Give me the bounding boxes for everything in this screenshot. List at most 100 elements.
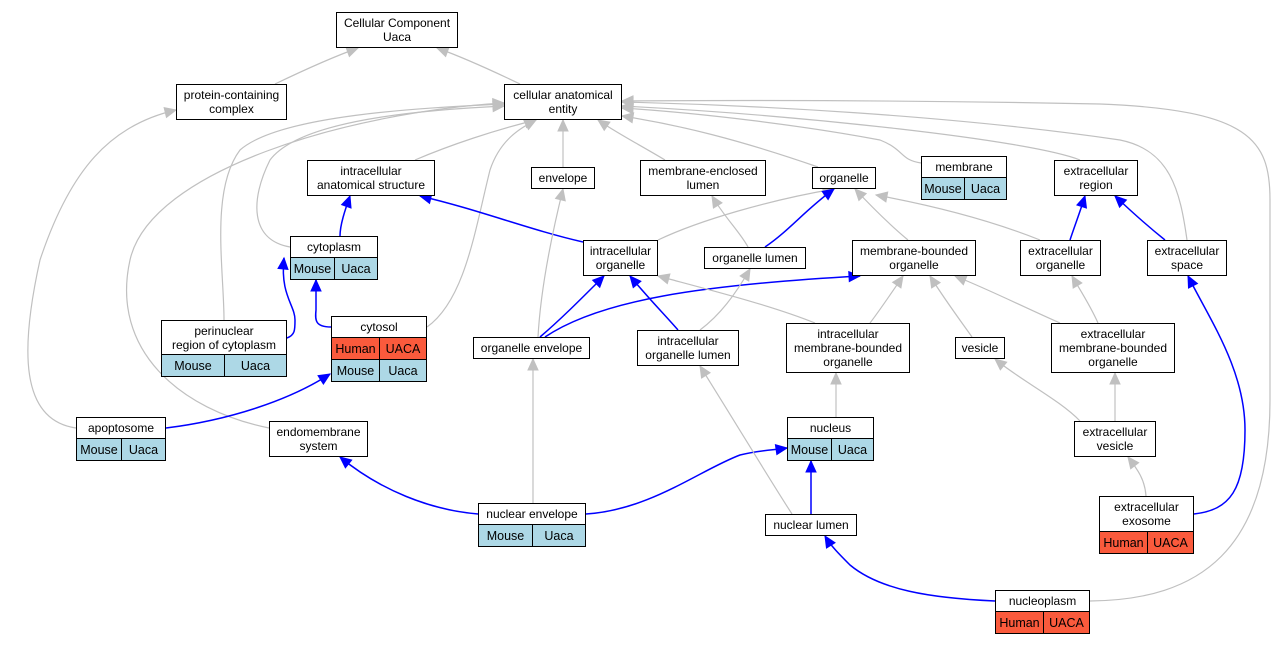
edge-organelle-lumen-to-organelle [764, 188, 835, 248]
edge-extracellular-space-to-cellular-anatomical-entity [621, 101, 1188, 241]
term-extracellular-exosome[interactable]: extracellular exosome [1099, 496, 1194, 532]
arrowhead [597, 119, 611, 132]
arrowhead [656, 273, 671, 285]
term-membrane-enclosed-lumen[interactable]: membrane-enclosed lumen [640, 160, 766, 196]
term-intracellular-organelle[interactable]: intracellular organelle [583, 240, 658, 276]
gene-label: UACA [1146, 532, 1193, 553]
edge-endomembrane-system-to-cellular-anatomical-entity [125, 102, 505, 429]
term-endomembrane-system[interactable]: endomembrane system [269, 421, 368, 457]
arrowhead [557, 118, 569, 132]
edge-apoptosome-to-cytosol [165, 373, 331, 429]
arrowhead [620, 112, 635, 124]
term-extracellular-vesicle[interactable]: extracellular vesicle [1074, 421, 1156, 457]
arrowhead [821, 188, 835, 201]
edge-protein-complex-to-cellular-component [274, 47, 359, 85]
term-membrane-bounded-organelle[interactable]: membrane-bounded organelle [852, 240, 976, 276]
gene-label: UACA [1042, 612, 1089, 633]
arrowhead [824, 534, 836, 549]
term-nucleoplasm[interactable]: nucleoplasm [995, 590, 1090, 612]
edge-cytosol-to-cellular-anatomical-entity [426, 119, 537, 328]
edge-organelle-envelope-to-membrane-bounded-organelle [544, 275, 861, 338]
arrowhead [340, 194, 352, 209]
arrowhead [854, 188, 868, 202]
arrowhead [830, 371, 842, 385]
term-nucleus[interactable]: nucleus [787, 417, 874, 439]
term-intracellular-mb-organelle[interactable]: intracellular membrane-bounded organelle [786, 323, 910, 373]
arrowhead [317, 373, 332, 386]
arrowhead [435, 46, 450, 58]
edge-perinuclear-region-to-cellular-anatomical-entity [220, 103, 505, 321]
arrowhead [620, 95, 634, 107]
species-label: Mouse [924, 181, 962, 196]
edge-membrane-to-cellular-anatomical-entity [621, 107, 922, 164]
term-envelope[interactable]: envelope [531, 167, 595, 189]
term-intracellular-anatomical-structure[interactable]: intracellular anatomical structure [307, 160, 435, 196]
arrowhead [527, 357, 539, 371]
term-nuclear-lumen[interactable]: nuclear lumen [765, 514, 857, 536]
arrowhead [1114, 195, 1128, 209]
edge-organelle-to-cellular-anatomical-entity [621, 115, 819, 168]
edge-nuclear-envelope-to-nucleus [585, 447, 788, 515]
edge-intracellular-mb-organelle-to-intracellular-organelle [657, 275, 816, 324]
edge-intracellular-organelle-to-organelle [657, 188, 835, 241]
term-cytosol[interactable]: cytosol [331, 316, 427, 338]
arrowhead [523, 119, 538, 131]
arrowhead [994, 358, 1008, 371]
term-intracellular-organelle-lumen[interactable]: intracellular organelle lumen [637, 330, 739, 366]
arrowhead [591, 275, 605, 289]
arrowhead [1076, 194, 1088, 209]
gene-label: Uaca [963, 178, 1006, 199]
term-perinuclear-region[interactable]: perinuclear region of cytoplasm [161, 320, 287, 355]
species-label: Mouse [174, 358, 212, 373]
edge-organelle-envelope-to-envelope [537, 188, 564, 338]
term-nuclear-envelope[interactable]: nuclear envelope [478, 503, 586, 525]
arrowhead [1127, 456, 1140, 470]
edge-extracellular-region-to-cellular-anatomical-entity [621, 105, 1081, 161]
term-apoptosome[interactable]: apoptosome [76, 417, 166, 439]
mouse-annotation-row[interactable]: Mouse Uaca [161, 355, 287, 377]
edge-nuclear-lumen-to-intracellular-organelle-lumen [699, 365, 793, 515]
species-label: Mouse [336, 363, 375, 378]
term-organelle-envelope[interactable]: organelle envelope [473, 337, 590, 359]
arrowhead [699, 364, 711, 379]
arrowhead [891, 275, 904, 289]
edge-nuclear-envelope-to-endomembrane-system [339, 456, 479, 515]
edge-perinuclear-region-to-cytoplasm [282, 257, 296, 339]
term-cellular-anatomical-entity[interactable]: cellular anatomical entity [504, 84, 622, 120]
term-cytoplasm[interactable]: cytoplasm [290, 236, 378, 258]
arrowhead [339, 456, 353, 469]
term-organelle[interactable]: organelle [812, 167, 876, 189]
species-label: Mouse [293, 261, 332, 276]
term-extracellular-space[interactable]: extracellular space [1147, 240, 1227, 276]
gene-label: Uaca [223, 355, 286, 376]
term-protein-complex[interactable]: protein-containing complex [176, 84, 287, 120]
arrowhead [874, 191, 889, 203]
gene-label: Uaca [531, 525, 585, 546]
gene-label: Uaca [830, 439, 873, 460]
edge-membrane-enclosed-lumen-to-cellular-anatomical-entity [597, 119, 666, 161]
term-vesicle[interactable]: vesicle [955, 337, 1005, 359]
species-label: Human [1103, 535, 1144, 550]
arrowhead [774, 443, 789, 456]
gene-label: Uaca [378, 360, 426, 381]
arrowhead [492, 97, 506, 110]
gene-label: UACA [378, 338, 426, 359]
edge-cytosol-to-cytoplasm [314, 280, 332, 328]
term-membrane[interactable]: membrane [921, 156, 1007, 178]
term-extracellular-mb-organelle[interactable]: extracellular membrane-bounded organelle [1051, 323, 1175, 373]
term-extracellular-organelle[interactable]: extracellular organelle [1020, 240, 1101, 276]
term-organelle-lumen[interactable]: organelle lumen [704, 247, 806, 269]
term-cellular-component[interactable]: Cellular Component Uaca [336, 12, 458, 48]
term-extracellular-region[interactable]: extracellular region [1054, 160, 1138, 196]
